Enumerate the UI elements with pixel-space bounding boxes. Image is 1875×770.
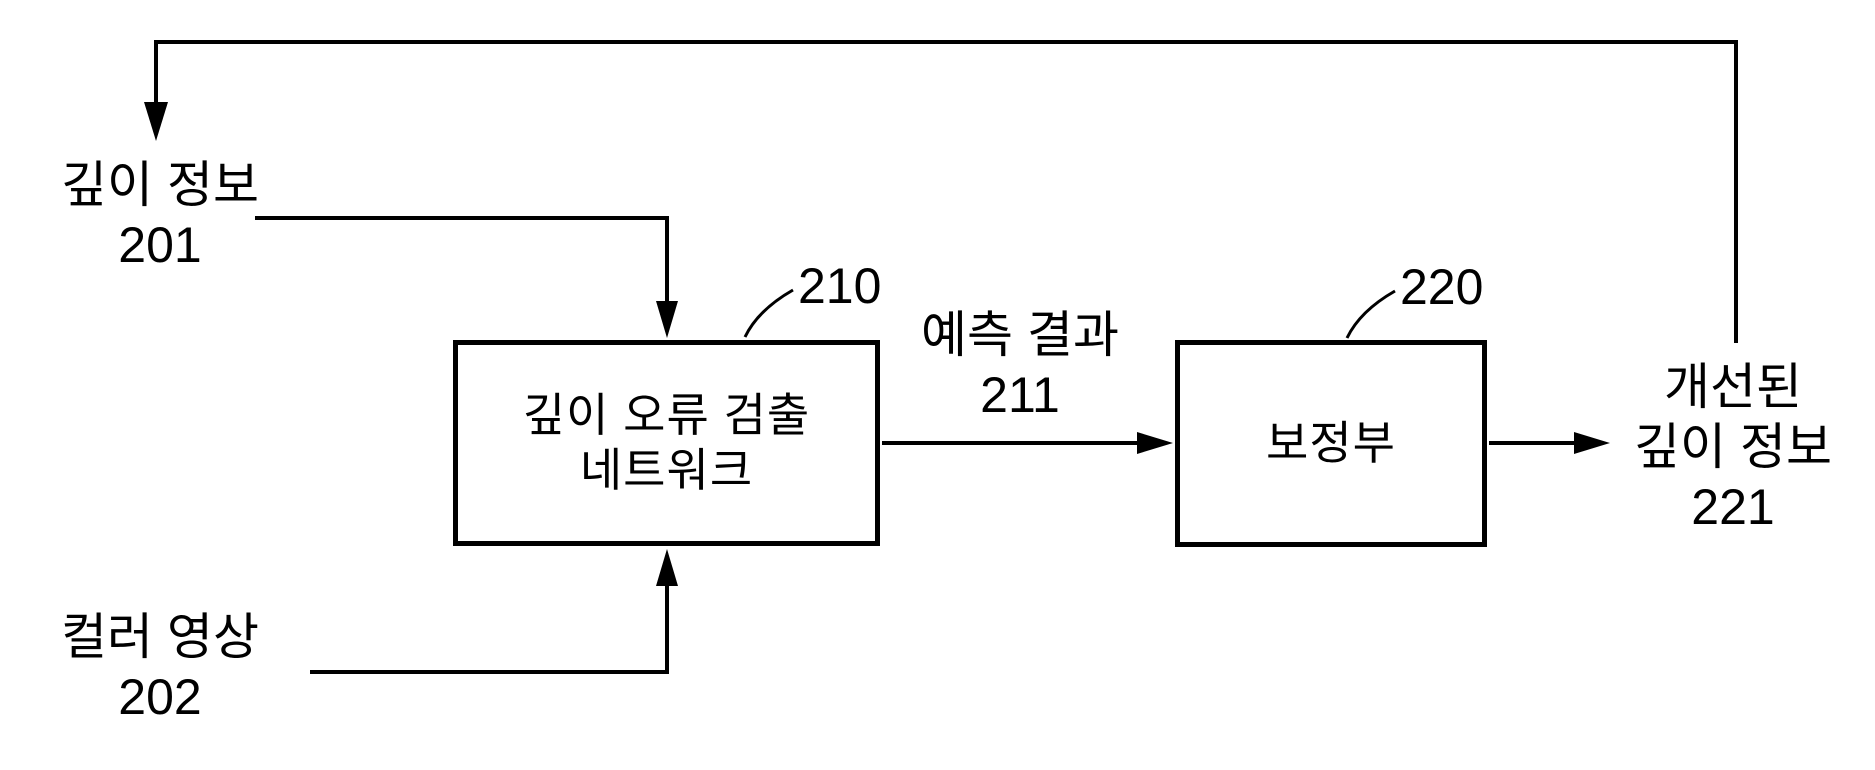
depth-input-arrowhead-down-icon [656, 301, 678, 338]
depth-input-label: 깊이 정보 201 [30, 155, 290, 275]
output-arrowhead-right-icon [1574, 432, 1610, 454]
prediction-ref: 211 [980, 367, 1060, 423]
depth-input-ref: 201 [118, 217, 202, 273]
depth-input-line [255, 216, 669, 305]
color-input-ref: 202 [118, 669, 202, 725]
ref-210-leader-tick [743, 288, 794, 338]
prediction-arrowhead-right-icon [1137, 432, 1173, 454]
depth-error-network-label-line1: 깊이 오류 검출 [522, 389, 811, 441]
depth-input-label-text: 깊이 정보 [61, 157, 259, 213]
improved-output-label: 개선된 깊이 정보 221 [1610, 357, 1856, 537]
feedback-arrowhead-down-icon [144, 102, 168, 141]
ref-220-label: 220 [1400, 259, 1484, 315]
correction-unit-label: 보정부 [1266, 417, 1396, 469]
depth-error-network-label-line2: 네트워크 [579, 444, 754, 496]
correction-unit-box: 보정부 [1175, 340, 1487, 547]
prediction-label: 예측 결과 211 [900, 305, 1140, 425]
color-input-label-text: 컬러 영상 [61, 609, 259, 665]
depth-error-network-box: 깊이 오류 검출 네트워크 [453, 340, 880, 546]
color-input-label: 컬러 영상 202 [30, 607, 290, 727]
color-input-arrowhead-up-icon [656, 549, 678, 586]
improved-output-label-line1: 개선된 [1664, 359, 1802, 415]
feedback-loop-line [154, 40, 1738, 343]
ref-220-leader-tick [1345, 289, 1396, 339]
improved-output-label-line2: 깊이 정보 [1634, 419, 1832, 475]
color-input-line [310, 584, 669, 674]
improved-output-ref: 221 [1691, 479, 1775, 535]
ref-210-label: 210 [798, 258, 882, 314]
prediction-label-text: 예측 결과 [921, 307, 1119, 363]
